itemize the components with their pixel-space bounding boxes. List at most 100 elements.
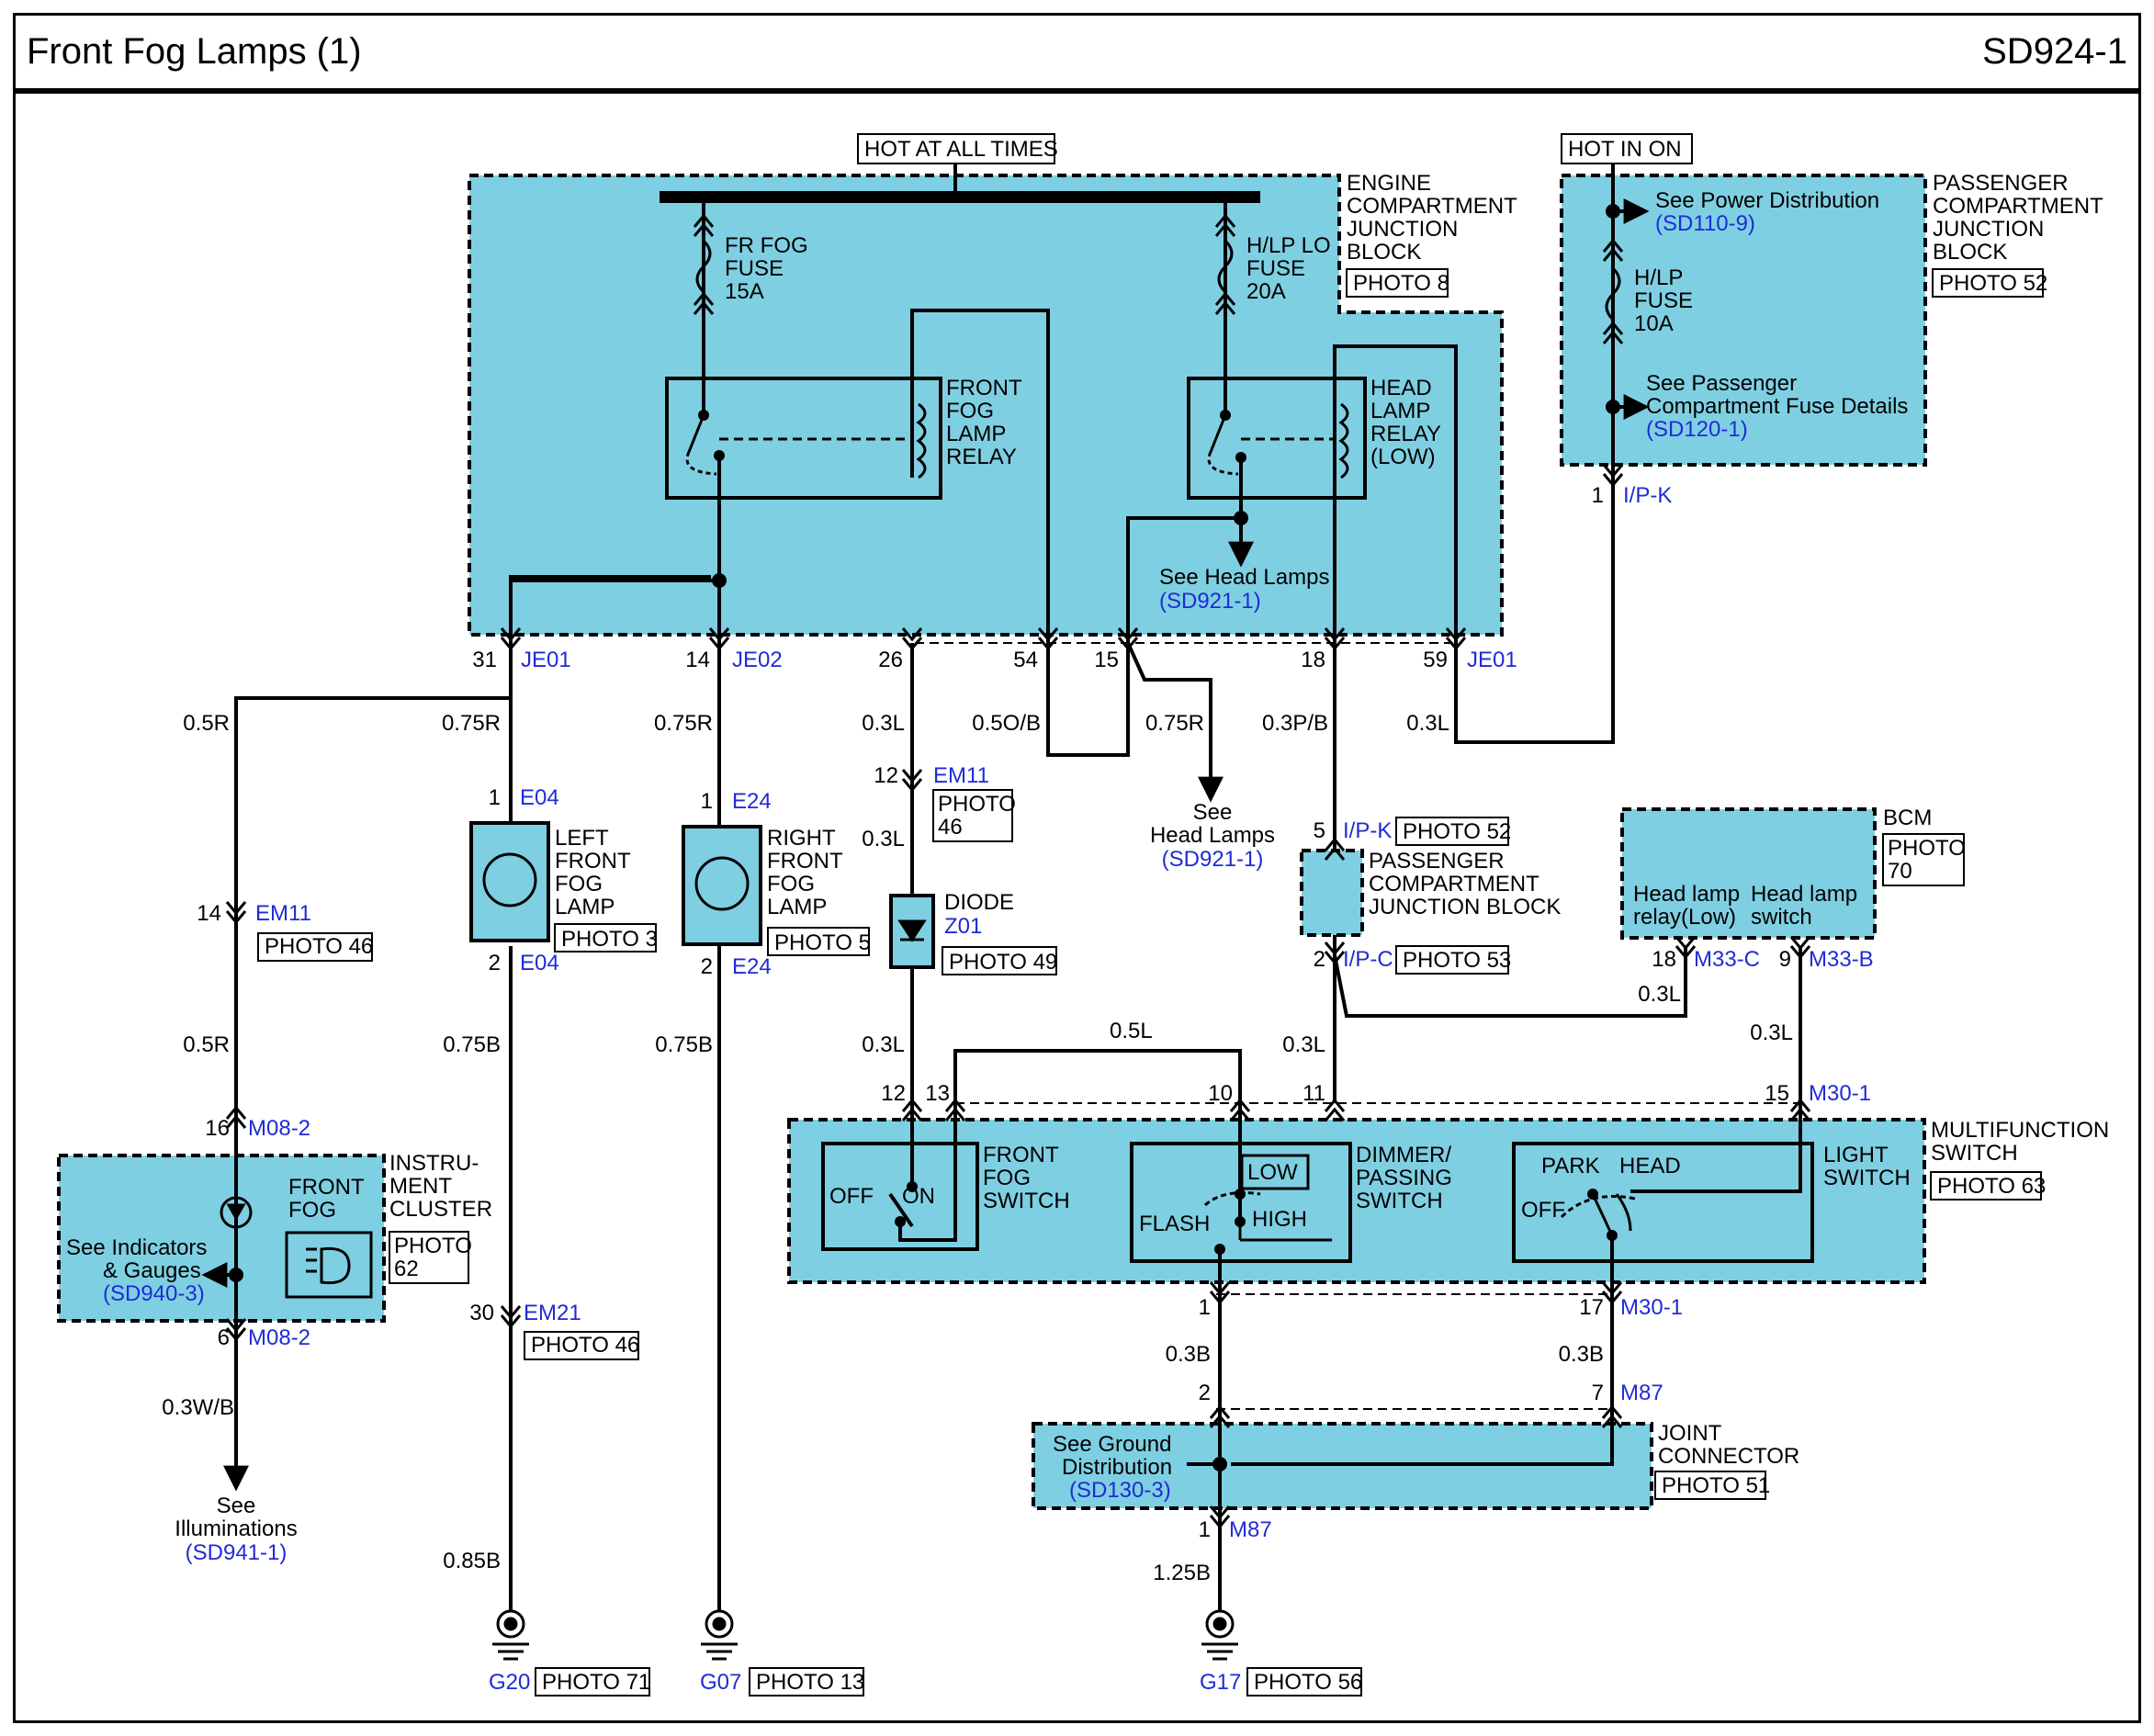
pcjb2-2: COMPARTMENT xyxy=(1369,872,1539,896)
ffs-on: ON xyxy=(902,1184,935,1209)
right-lamp-4: LAMP xyxy=(767,895,827,919)
pin-m87a: M87 xyxy=(1620,1381,1663,1405)
pin-e04b: E04 xyxy=(520,951,559,975)
ecjb-label-4: BLOCK xyxy=(1347,240,1421,265)
ecjb-label-3: JUNCTION xyxy=(1347,217,1458,242)
dimmer-passing-switch xyxy=(1130,1142,1352,1263)
see-indicators-ref: (SD940-3) xyxy=(103,1281,205,1306)
head-lamp-relay-low xyxy=(1187,377,1367,500)
ffs-1: FRONT xyxy=(983,1143,1059,1167)
pin-ipk2-n: 5 xyxy=(1314,818,1325,843)
wire-w22: 1.25B xyxy=(1153,1561,1211,1585)
label-frames xyxy=(257,133,2044,1697)
pin-e24a-n: 1 xyxy=(701,789,713,814)
g20-label: G20 xyxy=(489,1670,530,1695)
pin-em21-n: 30 xyxy=(469,1301,494,1325)
hl-relay-4: (LOW) xyxy=(1370,445,1436,469)
pin-ipc-n: 2 xyxy=(1314,947,1325,972)
see-head-lamps-label: See Head Lamps xyxy=(1159,565,1329,590)
bcm-block xyxy=(1620,807,1877,940)
hlp-fuse-3: 10A xyxy=(1634,311,1674,336)
title-bar: Front Fog Lamps (1) SD924-1 xyxy=(13,13,2141,94)
left-lamp-bulb-icon xyxy=(482,852,537,907)
see-power-label: See Power Distribution xyxy=(1655,188,1879,213)
pin-ipk: I/P-K xyxy=(1623,483,1672,508)
g17-label: G17 xyxy=(1200,1670,1241,1695)
wire-w3: 0.75R xyxy=(654,711,713,736)
fr-fog-fuse-2: FUSE xyxy=(725,256,784,281)
pin-1-ipk: 1 xyxy=(1592,483,1604,508)
wire-w19: 0.3B xyxy=(1559,1342,1604,1367)
dps-low: LOW xyxy=(1247,1160,1298,1185)
see-illum-ref: (SD941-1) xyxy=(186,1540,288,1565)
ffs-2: FOG xyxy=(983,1166,1031,1190)
ecjb-photo: PHOTO 8 xyxy=(1353,271,1449,296)
see-illum-2: Illuminations xyxy=(175,1516,297,1541)
ipc-photo: PHOTO 53 xyxy=(1403,948,1511,973)
wire-w11: 0.3L xyxy=(1750,1020,1793,1045)
see-indicators-1: See Indicators xyxy=(66,1235,207,1260)
wire-w8: 0.3L xyxy=(1406,711,1449,736)
wire-w12: 0.5R xyxy=(183,1032,230,1057)
hlp-lo-fuse-1: H/LP LO xyxy=(1246,233,1331,258)
wire-w5: 0.5O/B xyxy=(972,711,1041,736)
ls-head: HEAD xyxy=(1619,1154,1681,1178)
front-fog-lamp-relay xyxy=(665,377,942,500)
pin-18: 18 xyxy=(1301,648,1325,672)
em21-photo: PHOTO 46 xyxy=(531,1333,639,1358)
pin-31: 31 xyxy=(472,648,497,672)
cluster-1: INSTRU- xyxy=(389,1151,479,1176)
pin-m33b: M33-B xyxy=(1809,947,1874,972)
pin-ipk2: I/P-K xyxy=(1343,818,1392,843)
dps-flash: FLASH xyxy=(1139,1212,1210,1236)
joint-photo: PHOTO 51 xyxy=(1662,1473,1770,1498)
pin-mfs11: 11 xyxy=(1303,1081,1325,1106)
fr-fog-fuse-1: FR FOG xyxy=(725,233,808,258)
diagram-frame xyxy=(13,13,2141,1723)
ecjb-label-2: COMPARTMENT xyxy=(1347,194,1517,219)
cluster-3: CLUSTER xyxy=(389,1197,492,1222)
hot-in-on-label: HOT IN ON xyxy=(1568,137,1682,162)
hlp-fuse-2: FUSE xyxy=(1634,288,1693,313)
g07-photo: PHOTO 13 xyxy=(756,1670,864,1695)
diode-icon xyxy=(897,919,927,942)
fr-fog-fuse-3: 15A xyxy=(725,279,764,304)
cluster-2: MENT xyxy=(389,1174,452,1199)
switch-contacts xyxy=(895,1181,1618,1255)
pcjb-label-1: PASSENGER xyxy=(1933,171,2069,196)
ground-symbols xyxy=(492,1609,1238,1661)
pcjb2-1: PASSENGER xyxy=(1369,849,1505,874)
em11-photo2: PHOTO 46 xyxy=(265,934,373,959)
pin-m301a: M30-1 xyxy=(1809,1081,1871,1106)
ground-icon-g07 xyxy=(701,1609,738,1661)
pin-m082b: M08-2 xyxy=(248,1325,310,1350)
mfs-photo: PHOTO 63 xyxy=(1937,1174,2046,1199)
bcm-hl-switch-1: Head lamp xyxy=(1751,882,1857,907)
ipk-photo: PHOTO 52 xyxy=(1403,819,1511,844)
bcm-hl-relay-1: Head lamp xyxy=(1633,882,1740,907)
pcjb-label-3: JUNCTION xyxy=(1933,217,2044,242)
g20-photo: PHOTO 71 xyxy=(542,1670,650,1695)
wire-w15: 0.3L xyxy=(862,1032,905,1057)
relay-contacts xyxy=(698,410,1246,463)
fuse-symbols xyxy=(693,215,1624,344)
pin-e24a: E24 xyxy=(732,789,772,814)
bcm-hl-switch-2: switch xyxy=(1751,905,1812,930)
see-power-ref: (SD110-9) xyxy=(1655,211,1755,236)
right-lamp-1: RIGHT xyxy=(767,826,836,851)
diode-photo: PHOTO 49 xyxy=(949,950,1057,975)
pcjb2-3: JUNCTION BLOCK xyxy=(1369,895,1561,919)
ground-icon-g17 xyxy=(1201,1609,1238,1661)
em11-photo-2: 46 xyxy=(938,815,963,840)
pin-em11b: EM11 xyxy=(255,901,311,926)
hlp-fuse-1: H/LP xyxy=(1634,265,1683,290)
wire-w2: 0.75R xyxy=(442,711,501,736)
wire-w14: 0.75B xyxy=(655,1032,713,1057)
hot-at-all-times-bus xyxy=(660,191,1260,203)
passenger-jb-connector-box xyxy=(1300,849,1364,937)
see-illum-1: See xyxy=(217,1494,256,1518)
connector-dashed-lines xyxy=(915,642,1798,1410)
bcm-photo-1: PHOTO xyxy=(1888,836,1966,861)
mfs-label-1: MULTIFUNCTION xyxy=(1931,1118,2109,1143)
